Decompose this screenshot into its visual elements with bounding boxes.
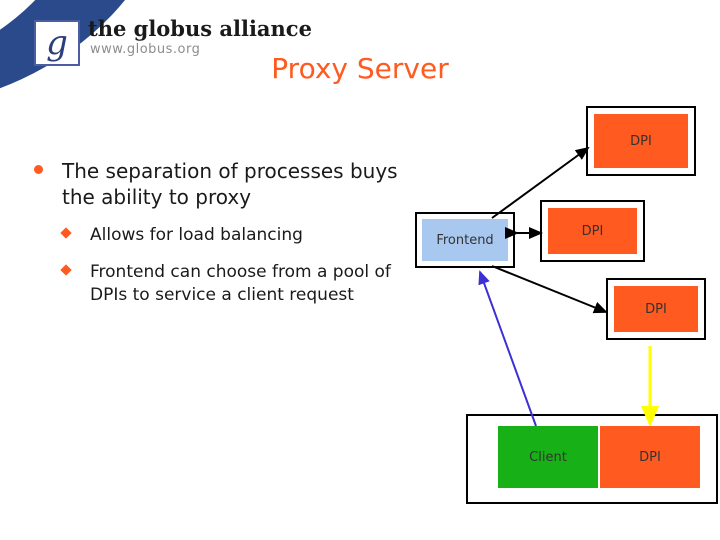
diamond-bullet-icon xyxy=(60,264,72,276)
bullet-item-1-text: The separation of processes buys the abi… xyxy=(62,159,398,209)
bullet-item-2-text: Allows for load balancing xyxy=(90,225,303,245)
bullet-item-3-text: Frontend can choose from a pool of DPIs … xyxy=(90,262,391,305)
globus-logo: g the globus alliance www.globus.org xyxy=(34,12,312,68)
globus-logo-mark: g xyxy=(34,20,80,66)
node-dpi-mid[interactable]: DPI xyxy=(540,200,645,262)
node-dpi-right-fill xyxy=(614,286,698,332)
node-dpi-right-label: DPI xyxy=(645,301,667,317)
connector-frontend-to-dpi-right xyxy=(491,265,608,314)
connector-client-to-frontend xyxy=(478,270,537,427)
page-title: Proxy Server xyxy=(271,52,449,85)
node-frontend-fill xyxy=(422,219,508,261)
node-dpi-bottom[interactable]: DPI xyxy=(600,426,700,488)
bullet-item-3: Frontend can choose from a pool of DPIs … xyxy=(18,261,428,307)
node-dpi-right[interactable]: DPI xyxy=(606,278,706,340)
diamond-bullet-icon xyxy=(60,227,72,239)
node-dpi-top-label: DPI xyxy=(630,133,652,149)
diagram-connectors xyxy=(478,146,659,427)
node-frontend-label: Frontend xyxy=(436,232,494,248)
node-frontend[interactable]: Frontend xyxy=(415,212,515,268)
globus-logo-title: the globus alliance xyxy=(88,16,312,41)
bullet-item-1: The separation of processes buys the abi… xyxy=(18,158,428,210)
node-client[interactable]: Client xyxy=(498,426,598,488)
node-dpi-top[interactable]: DPI xyxy=(586,106,696,176)
bullet-item-2: Allows for load balancing xyxy=(18,224,428,247)
node-client-label: Client xyxy=(529,449,567,465)
node-dpi-bottom-label: DPI xyxy=(639,449,661,465)
disc-bullet-icon xyxy=(34,165,43,174)
node-dpi-mid-label: DPI xyxy=(581,223,604,239)
proxy-server-diagram: DPI DPI Frontend DPI Client DPI xyxy=(400,96,718,516)
bullet-list: The separation of processes buys the abi… xyxy=(18,158,428,321)
node-dpi-top-fill xyxy=(594,114,688,168)
connector-frontend-to-dpi-top xyxy=(491,146,590,219)
node-dpi-mid-fill xyxy=(548,208,637,254)
globus-logo-url: www.globus.org xyxy=(90,42,201,57)
